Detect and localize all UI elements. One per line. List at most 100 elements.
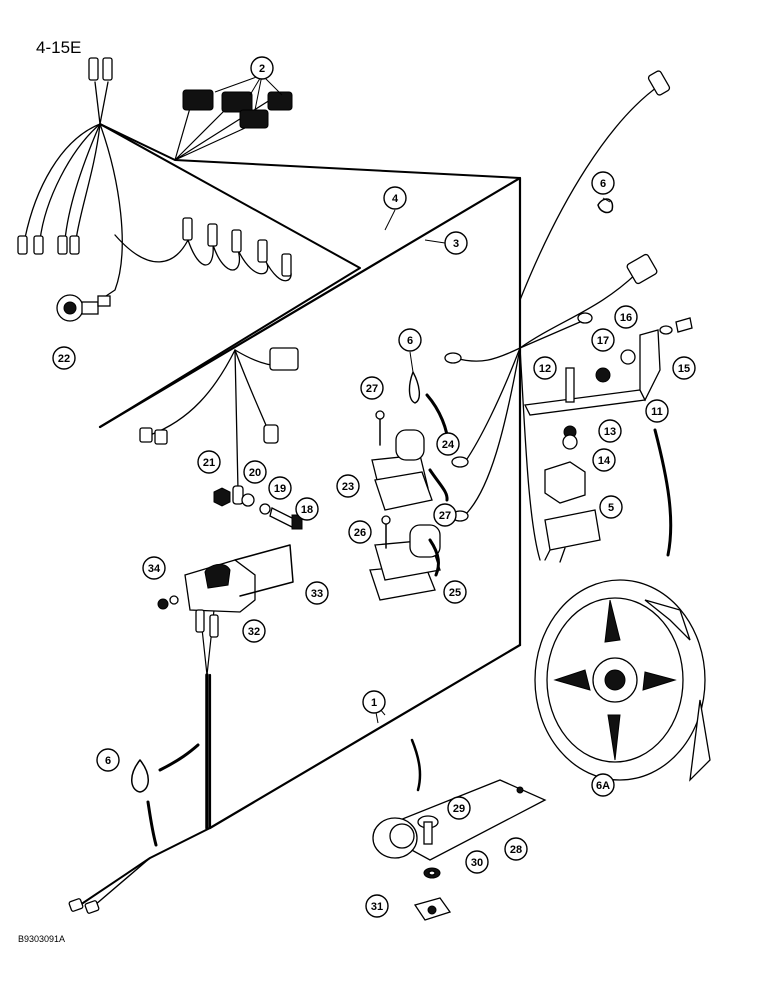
callout-12: 12 bbox=[533, 356, 557, 380]
drawing-reference: B9303091A bbox=[18, 934, 66, 944]
callout-6: 6 bbox=[591, 171, 615, 195]
callout-26: 26 bbox=[348, 520, 372, 544]
callout-24: 24 bbox=[436, 432, 460, 456]
callout-label: 18 bbox=[301, 504, 313, 516]
callout-label: 26 bbox=[354, 527, 366, 539]
callout-label: 6 bbox=[407, 335, 413, 347]
callout-circle bbox=[336, 474, 360, 498]
callout-label: 11 bbox=[651, 406, 663, 418]
callout-circle bbox=[250, 56, 274, 80]
callout-label: 3 bbox=[453, 238, 459, 250]
callout-circle bbox=[268, 476, 292, 500]
callout-30: 30 bbox=[465, 850, 489, 874]
callout-label: 15 bbox=[678, 363, 690, 375]
cable-tie-lower bbox=[68, 743, 200, 914]
callout-circle bbox=[398, 328, 422, 352]
callout-circle bbox=[444, 231, 468, 255]
callout-3: 3 bbox=[444, 231, 468, 255]
callout-label: 27 bbox=[439, 510, 451, 522]
sensor-22 bbox=[56, 294, 111, 322]
callout-label: 12 bbox=[539, 363, 551, 375]
callout-23: 23 bbox=[336, 474, 360, 498]
main-harness bbox=[79, 123, 522, 906]
callout-circle bbox=[348, 520, 372, 544]
callout-label: 32 bbox=[248, 626, 260, 638]
callout-21: 21 bbox=[197, 450, 221, 474]
callout-circle bbox=[591, 773, 615, 797]
callout-circle bbox=[305, 581, 329, 605]
callout-circle bbox=[436, 432, 460, 456]
callout-label: 4 bbox=[392, 193, 399, 205]
callout-6: 6 bbox=[398, 328, 422, 352]
callout-label: 1 bbox=[371, 697, 377, 709]
spade-terminals-left bbox=[17, 235, 80, 255]
callout-circle bbox=[598, 419, 622, 443]
mounting-bracket-11 bbox=[524, 317, 693, 450]
callout-5: 5 bbox=[599, 495, 623, 519]
terminal-pigtails-mid bbox=[114, 217, 292, 282]
callout-circle bbox=[433, 503, 457, 527]
callout-label: 16 bbox=[620, 312, 632, 324]
callout-circle bbox=[362, 690, 386, 714]
fasteners-29-31 bbox=[413, 815, 452, 921]
callout-label: 21 bbox=[203, 457, 215, 469]
callout-6a: 6A bbox=[591, 773, 615, 797]
ring-terminal-icon bbox=[88, 57, 113, 81]
callout-label: 29 bbox=[453, 803, 465, 815]
callout-14: 14 bbox=[592, 448, 616, 472]
callout-16: 16 bbox=[614, 305, 638, 329]
callout-circle bbox=[383, 186, 407, 210]
callout-13: 13 bbox=[598, 419, 622, 443]
callout-label: 24 bbox=[442, 439, 455, 451]
middle-breakout bbox=[139, 347, 299, 491]
callout-6: 6 bbox=[96, 748, 120, 772]
callout-circle bbox=[672, 356, 696, 380]
switch-32 bbox=[157, 544, 294, 638]
relay-mount-upper bbox=[371, 410, 433, 511]
callout-label: 34 bbox=[148, 563, 161, 575]
callout-4: 4 bbox=[383, 186, 407, 210]
callout-17: 17 bbox=[591, 328, 615, 352]
callout-circle bbox=[360, 376, 384, 400]
callout-circle bbox=[645, 399, 669, 423]
callout-18: 18 bbox=[295, 497, 319, 521]
callout-circle bbox=[142, 556, 166, 580]
callout-31: 31 bbox=[365, 894, 389, 918]
page-number: 4-15E bbox=[36, 38, 82, 57]
callout-circle bbox=[243, 460, 267, 484]
callout-28: 28 bbox=[504, 837, 528, 861]
callout-circle bbox=[447, 796, 471, 820]
callout-25: 25 bbox=[443, 580, 467, 604]
callout-circle bbox=[96, 748, 120, 772]
relay-mount-lower bbox=[369, 515, 441, 601]
callout-label: 31 bbox=[371, 901, 383, 913]
callout-label: 13 bbox=[604, 426, 616, 438]
callout-circle bbox=[591, 328, 615, 352]
callout-circle bbox=[443, 580, 467, 604]
callout-circle bbox=[504, 837, 528, 861]
callout-34: 34 bbox=[142, 556, 166, 580]
callout-label: 6A bbox=[596, 780, 610, 792]
connector-group-2 bbox=[174, 89, 293, 161]
callout-label: 5 bbox=[608, 502, 614, 514]
alternator-6A bbox=[534, 579, 711, 782]
callout-label: 14 bbox=[598, 455, 611, 467]
callout-label: 30 bbox=[471, 857, 483, 869]
callout-32: 32 bbox=[242, 619, 266, 643]
callout-1: 1 bbox=[362, 690, 386, 714]
callout-circle bbox=[295, 497, 319, 521]
callout-circle bbox=[599, 495, 623, 519]
hardware-18-21 bbox=[213, 485, 303, 530]
callout-22: 22 bbox=[52, 346, 76, 370]
callout-label: 20 bbox=[249, 467, 261, 479]
callout-2: 2 bbox=[250, 56, 274, 80]
relay-leads bbox=[408, 347, 521, 522]
callout-label: 22 bbox=[58, 353, 70, 365]
callout-20: 20 bbox=[243, 460, 267, 484]
callout-27: 27 bbox=[360, 376, 384, 400]
callout-circle bbox=[242, 619, 266, 643]
callout-label: 19 bbox=[274, 483, 286, 495]
callout-circle bbox=[465, 850, 489, 874]
callout-label: 6 bbox=[600, 178, 606, 190]
upper-left-breakout bbox=[17, 57, 123, 301]
